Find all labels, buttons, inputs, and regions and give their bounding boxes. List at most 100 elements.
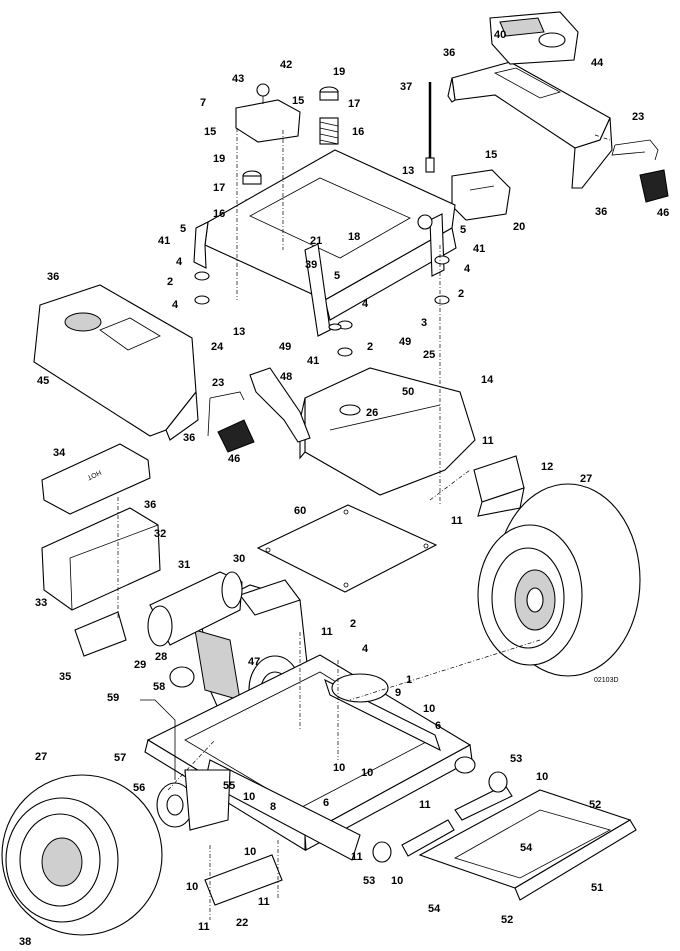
callout-36: 36 xyxy=(443,47,455,59)
callout-35: 35 xyxy=(59,671,71,683)
shield-part-34: HOT xyxy=(41,443,151,515)
callout-11: 11 xyxy=(482,435,494,447)
callout-33: 33 xyxy=(35,597,47,609)
callout-29: 29 xyxy=(134,659,146,671)
callout-42: 42 xyxy=(280,59,292,71)
callout-4: 4 xyxy=(464,263,471,275)
callout-44: 44 xyxy=(591,57,604,69)
callout-53: 53 xyxy=(510,753,522,765)
callout-15: 15 xyxy=(204,126,216,138)
callout-8: 8 xyxy=(270,801,276,813)
bar-part-51 xyxy=(514,819,637,901)
callout-17: 17 xyxy=(348,98,360,110)
callout-41: 41 xyxy=(307,355,319,367)
shield-part-35 xyxy=(74,611,127,657)
callout-41: 41 xyxy=(158,235,170,247)
callout-10: 10 xyxy=(186,881,198,893)
callout-2: 2 xyxy=(167,276,173,288)
bracket-part-12 xyxy=(473,455,525,517)
callout-49: 49 xyxy=(399,336,411,348)
washers-part-2-4 xyxy=(194,255,450,357)
drawing-reference-code: 02103D xyxy=(594,677,619,684)
callout-40: 40 xyxy=(494,29,506,41)
callout-19: 19 xyxy=(213,153,225,165)
pad-part-46-right xyxy=(639,169,669,203)
callout-10: 10 xyxy=(536,771,548,783)
callout-56: 56 xyxy=(133,782,145,794)
callout-10: 10 xyxy=(244,846,256,858)
callout-23: 23 xyxy=(632,111,644,123)
rail-part-9 xyxy=(324,673,441,752)
callout-13: 13 xyxy=(233,326,245,338)
plate-part-22 xyxy=(204,854,283,906)
console-part-44 xyxy=(489,11,579,65)
callout-14: 14 xyxy=(481,374,494,386)
callout-58: 58 xyxy=(153,681,165,693)
callout-15: 15 xyxy=(292,95,304,107)
air-cleaner-part-31 xyxy=(147,571,243,647)
callout-4: 4 xyxy=(172,299,179,311)
callout-5: 5 xyxy=(334,270,340,282)
callout-36: 36 xyxy=(144,499,156,511)
callout-22: 22 xyxy=(236,917,248,929)
callout-30: 30 xyxy=(233,553,245,565)
callout-52: 52 xyxy=(501,914,513,926)
fuel-tank-part-14 xyxy=(299,367,476,496)
callout-3: 3 xyxy=(421,317,427,329)
callout-2: 2 xyxy=(350,618,356,630)
callout-57: 57 xyxy=(114,752,126,764)
callout-28: 28 xyxy=(155,651,167,663)
callout-10: 10 xyxy=(333,762,345,774)
callout-27: 27 xyxy=(35,751,47,763)
callout-11: 11 xyxy=(451,515,463,527)
callout-27: 27 xyxy=(580,473,592,485)
callout-5: 5 xyxy=(460,224,466,236)
callout-55: 55 xyxy=(223,780,235,792)
callout-36: 36 xyxy=(47,271,59,283)
callout-41: 41 xyxy=(473,243,485,255)
callout-53: 53 xyxy=(363,875,375,887)
callout-10: 10 xyxy=(423,703,435,715)
callout-54: 54 xyxy=(520,842,533,854)
callout-11: 11 xyxy=(351,851,363,863)
rod-part-37 xyxy=(425,82,435,173)
shield-part-32-33 xyxy=(41,507,161,611)
callout-20: 20 xyxy=(513,221,525,233)
callout-49: 49 xyxy=(279,341,291,353)
callout-18: 18 xyxy=(348,231,360,243)
right-wheel-part-27 xyxy=(477,483,641,677)
callout-15: 15 xyxy=(485,149,497,161)
callout-4: 4 xyxy=(362,643,369,655)
callout-19: 19 xyxy=(333,66,345,78)
spring-part-16-upper xyxy=(319,86,339,145)
callout-60: 60 xyxy=(294,505,306,517)
callout-36: 36 xyxy=(595,206,607,218)
rear-fender-part-40 xyxy=(447,61,613,189)
callout-17: 17 xyxy=(213,182,225,194)
callout-51: 51 xyxy=(591,882,603,894)
grip-part-23-left xyxy=(207,391,245,437)
callout-21: 21 xyxy=(310,235,322,247)
callout-34: 34 xyxy=(53,447,66,459)
callout-54: 54 xyxy=(428,903,441,915)
plate-part-60 xyxy=(256,504,438,593)
bracket-part-7 xyxy=(235,83,301,143)
callout-labels: 1 2 2 2 2 3 4 4 4 4 4 5 5 5 6 6 7 8 9 10… xyxy=(19,29,669,948)
callout-36: 36 xyxy=(183,432,195,444)
callout-2: 2 xyxy=(367,341,373,353)
callout-48: 48 xyxy=(280,371,292,383)
muffler-part-29 xyxy=(169,666,195,688)
callout-43: 43 xyxy=(232,73,244,85)
callout-7: 7 xyxy=(200,97,206,109)
callout-59: 59 xyxy=(107,692,119,704)
callout-46: 46 xyxy=(657,207,669,219)
callout-25: 25 xyxy=(423,349,435,361)
cap-part-53 xyxy=(372,771,508,863)
left-fender-part-45 xyxy=(33,284,199,441)
callout-47: 47 xyxy=(248,656,260,668)
pipe-part-59 xyxy=(140,699,176,780)
callout-6: 6 xyxy=(435,720,441,732)
left-wheel-part-27 xyxy=(1,774,163,936)
callout-50: 50 xyxy=(402,386,414,398)
